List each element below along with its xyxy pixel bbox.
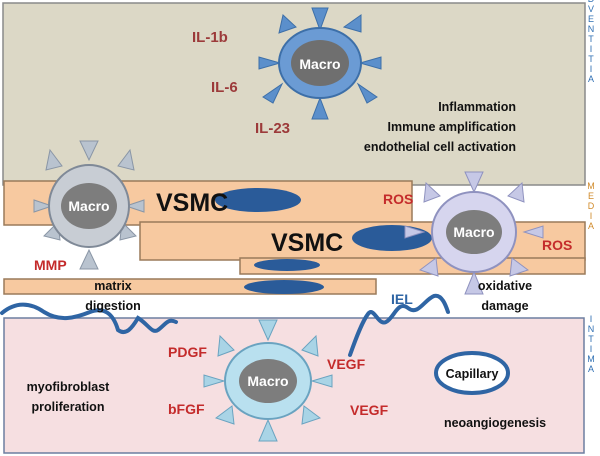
matrix-label: matrix: [94, 279, 132, 293]
macrophage-adventitia: Macro: [258, 7, 382, 120]
macro-label-intima: Macro: [247, 373, 288, 389]
adventitia-side-label: ADVENTITIA: [586, 0, 596, 84]
capillary: Capillary: [434, 351, 510, 395]
vegf-label-1: VEGF: [327, 356, 366, 372]
proliferation-label: proliferation: [32, 400, 105, 414]
vsmc-nucleus-2: [352, 225, 432, 251]
macro-label-media-right: Macro: [453, 224, 494, 240]
effect-endothelial-activation: endothelial cell activation: [364, 140, 516, 154]
media-side-label: MEDIA: [586, 181, 596, 231]
vsmc-nucleus-3: [254, 259, 320, 271]
digestion-label: digestion: [85, 299, 141, 313]
ros-label-1: ROS: [383, 191, 413, 207]
internal-elastic-lamina-left: [0, 302, 178, 335]
cytokine-il23: IL-23: [255, 120, 290, 137]
iel-label: IEL: [391, 291, 413, 307]
ros-label-2: ROS: [542, 237, 572, 253]
pdgf-label: PDGF: [168, 344, 207, 360]
cytokine-il1b: IL-1b: [192, 29, 228, 46]
macro-label-adventitia: Macro: [299, 56, 340, 72]
myofibroblast-label: myofibroblast: [27, 380, 110, 394]
bfgf-label: bFGF: [168, 401, 205, 417]
capillary-label: Capillary: [446, 367, 499, 381]
effect-inflammation: Inflammation: [438, 100, 516, 114]
damage-label: damage: [481, 299, 528, 313]
effect-immune-amplification: Immune amplification: [388, 120, 517, 134]
vegf-label-2: VEGF: [350, 402, 389, 418]
cytokine-il6: IL-6: [211, 79, 238, 96]
macrophage-media-left: Macro: [33, 140, 145, 270]
macrophage-intima: Macro: [203, 319, 333, 442]
neoangiogenesis-label: neoangiogenesis: [444, 416, 546, 430]
vsmc-label-1: VSMC: [156, 189, 228, 217]
internal-elastic-lamina-right: [348, 293, 450, 357]
macrophage-media-right: Macro: [404, 171, 544, 295]
macro-label-media-left: Macro: [68, 198, 109, 214]
vsmc-nucleus-4: [244, 280, 324, 294]
vsmc-label-2: VSMC: [271, 229, 343, 257]
intima-side-label: INTIMA: [586, 314, 596, 374]
oxidative-label: oxidative: [478, 279, 532, 293]
adventitia-layer: [2, 2, 586, 186]
mmp-label: MMP: [34, 257, 67, 273]
vsmc-nucleus-1: [215, 188, 301, 212]
